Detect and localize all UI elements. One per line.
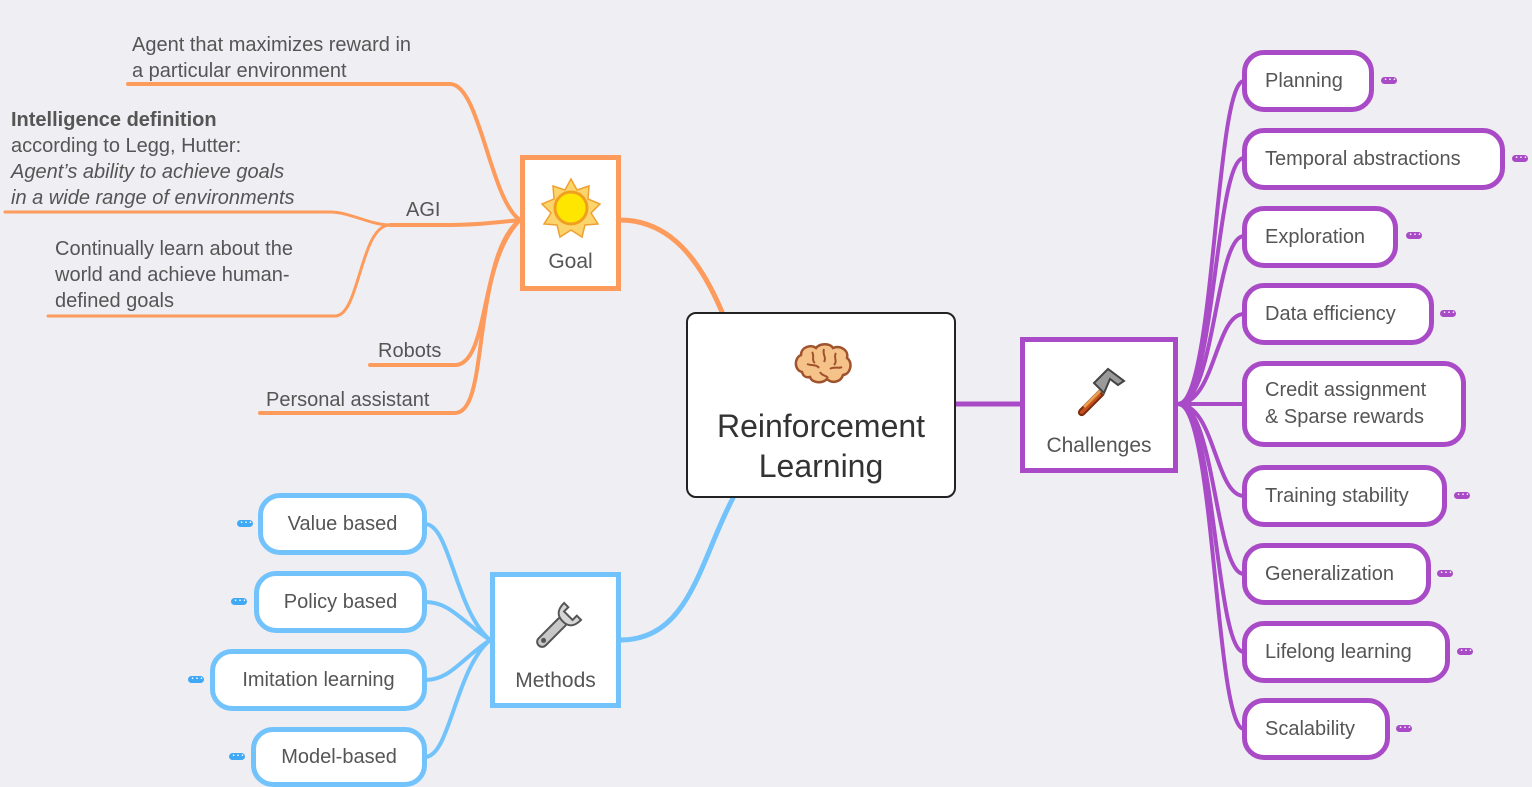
challenge-label: Scalability	[1265, 717, 1356, 740]
connector-methods-central	[617, 495, 736, 643]
challenges-node[interactable]: Challenges	[1020, 337, 1178, 473]
personal-assistant-text[interactable]: Personal assistant	[266, 389, 430, 411]
method-value-based[interactable]: Value based	[258, 493, 427, 555]
connector-goal-assistant	[258, 218, 522, 415]
brain-icon	[794, 343, 852, 384]
method-label: Value based	[287, 512, 398, 535]
intelligence-heading: Intelligence definition	[11, 109, 217, 131]
expand-icon[interactable]	[1440, 300, 1456, 317]
challenge-credit-assignment[interactable]: Credit assignment & Sparse rewards	[1242, 361, 1466, 447]
intelligence-quote: Agent’s ability to achieve goals in a wi…	[11, 161, 295, 209]
connector-methods-imitation	[423, 638, 492, 682]
robots-text[interactable]: Robots	[378, 340, 442, 362]
intelligence-line: according to Legg, Hutter:	[11, 135, 242, 157]
connector-agi-intelligence	[3, 210, 392, 227]
hammer-icon	[1077, 367, 1126, 417]
connector-ch-8	[1176, 402, 1246, 731]
expand-icon[interactable]	[1457, 638, 1473, 655]
challenge-label: Credit assignment & Sparse rewards	[1265, 379, 1427, 428]
connector-ch-1	[1176, 156, 1246, 406]
method-label: Imitation learning	[242, 668, 395, 691]
expand-icon[interactable]	[1437, 560, 1453, 577]
goal-agent-text[interactable]: Agent that maximizes reward in a particu…	[132, 34, 412, 82]
challenge-label: Lifelong learning	[1265, 640, 1412, 663]
method-label: Model-based	[281, 745, 397, 768]
expand-icon[interactable]	[1512, 145, 1528, 162]
central-title: Reinforcement Learning	[716, 408, 926, 484]
goal-node[interactable]: Goal	[520, 155, 621, 291]
challenge-label: Temporal abstractions	[1265, 147, 1461, 170]
expand-icon[interactable]	[1381, 67, 1397, 84]
method-label: Policy based	[283, 590, 398, 613]
challenge-exploration[interactable]: Exploration	[1242, 206, 1398, 268]
challenge-temporal-abstractions[interactable]: Temporal abstractions	[1242, 128, 1505, 190]
challenge-data-efficiency[interactable]: Data efficiency	[1242, 283, 1434, 345]
connector-ch-2	[1176, 234, 1246, 406]
challenge-label: Exploration	[1265, 225, 1366, 248]
challenge-label: Training stability	[1265, 484, 1409, 507]
methods-label: Methods	[515, 669, 596, 692]
expand-icon[interactable]	[231, 588, 247, 605]
expand-icon[interactable]	[1406, 222, 1422, 239]
expand-icon[interactable]	[229, 743, 245, 760]
connector-goal-central	[617, 217, 725, 315]
expand-icon[interactable]	[188, 666, 204, 683]
connector-agi-continual	[46, 223, 392, 318]
method-policy-based[interactable]: Policy based	[254, 571, 427, 633]
connector-ch-3	[1176, 312, 1246, 406]
methods-node[interactable]: Methods	[490, 572, 621, 708]
challenge-label: Generalization	[1265, 562, 1394, 585]
challenge-label: Data efficiency	[1265, 302, 1396, 325]
method-imitation-learning[interactable]: Imitation learning	[210, 649, 427, 711]
goal-label: Goal	[548, 250, 593, 273]
challenge-label: Planning	[1265, 69, 1343, 92]
challenges-label: Challenges	[1046, 434, 1152, 457]
expand-icon[interactable]	[237, 510, 253, 527]
continual-learn-text[interactable]: Continually learn about the world and ac…	[55, 238, 293, 312]
agi-label[interactable]: AGI	[406, 199, 441, 221]
challenge-scalability[interactable]: Scalability	[1242, 698, 1390, 760]
expand-icon[interactable]	[1454, 482, 1470, 499]
challenge-planning[interactable]: Planning	[1242, 50, 1374, 112]
central-topic[interactable]: Reinforcement Learning	[686, 312, 956, 498]
wrench-icon	[536, 601, 583, 648]
sun-icon	[540, 177, 602, 239]
connector-goal-agent	[126, 82, 522, 222]
intelligence-definition[interactable]: Intelligence definition according to Leg…	[11, 107, 295, 211]
connector-methods-value	[423, 522, 492, 642]
connector-goal-agi	[388, 218, 522, 227]
expand-icon[interactable]	[1396, 715, 1412, 732]
challenge-training-stability[interactable]: Training stability	[1242, 465, 1447, 527]
connector-methods-model	[423, 638, 492, 759]
connector-methods-policy	[423, 600, 492, 642]
method-model-based[interactable]: Model-based	[251, 727, 427, 787]
challenge-lifelong-learning[interactable]: Lifelong learning	[1242, 621, 1450, 683]
challenge-generalization[interactable]: Generalization	[1242, 543, 1431, 605]
